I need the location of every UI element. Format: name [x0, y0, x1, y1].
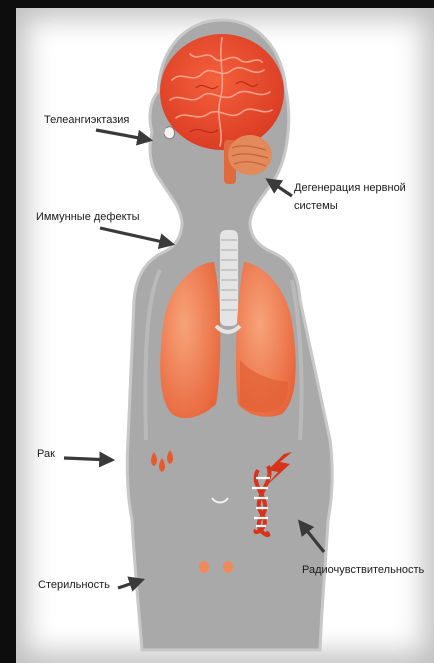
- label-neuro-degeneration: Дегенерация нервной: [294, 182, 406, 195]
- trachea-icon: [220, 230, 238, 326]
- arrow-cancer: [64, 458, 112, 460]
- arrow-immune: [100, 228, 172, 244]
- label-immune-defects: Иммунные дефекты: [36, 211, 139, 224]
- label-sterility: Стерильность: [38, 579, 110, 592]
- brain-icon: [160, 34, 284, 150]
- arrow-telangiectasia: [96, 130, 150, 140]
- label-cancer: Рак: [37, 448, 55, 461]
- label-neuro-degeneration-2: системы: [294, 200, 338, 213]
- label-telangiectasia: Телеангиэктазия: [44, 114, 129, 127]
- arrow-neuro: [268, 180, 292, 196]
- label-radiosensitivity: Радиочувствительность: [302, 564, 424, 577]
